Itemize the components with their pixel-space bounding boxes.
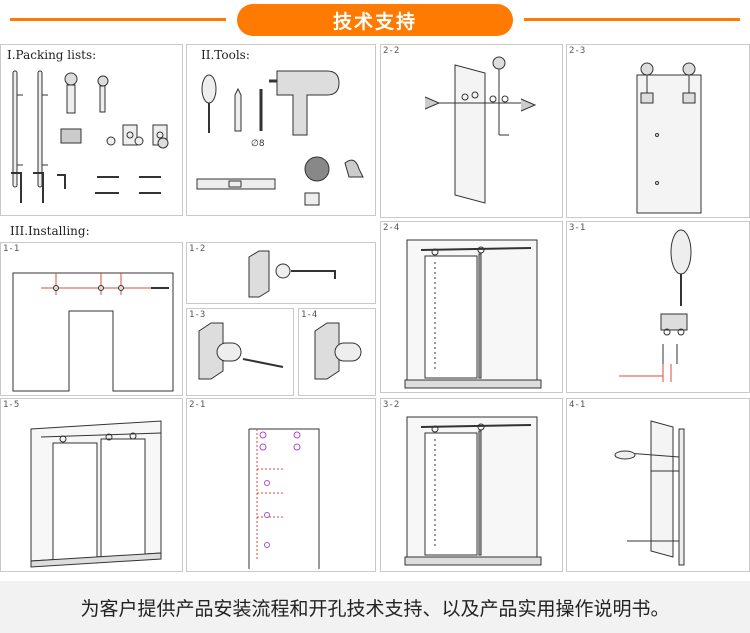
panel-2-1-diagram — [248, 428, 320, 569]
panel-4-1: 4-1 — [566, 398, 750, 572]
drill-bit-size-label: ∅8 — [251, 139, 265, 149]
panel-2-3-diagram — [636, 62, 702, 214]
panel-3-1: 3-1 — [566, 221, 750, 393]
panel-1-1: 1-1 — [0, 242, 183, 396]
footer-caption: 为客户提供产品安装流程和开孔技术支持、以及产品实用操作说明书。 — [0, 581, 750, 633]
panel-3-1-label: 3-1 — [569, 223, 586, 233]
packing-list-heading: I.Packing lists: — [7, 48, 97, 62]
panel-3-2: 3-2 — [380, 398, 563, 572]
panel-2-2-diagram — [424, 56, 537, 204]
panel-4-1-diagram — [614, 420, 685, 566]
banner-pill: 技术支持 — [237, 4, 513, 36]
panel-1-3-label: 1-3 — [189, 310, 206, 320]
panel-1-2-diagram — [248, 250, 336, 298]
panel-1-4-label: 1-4 — [301, 310, 318, 320]
panel-4-1-label: 4-1 — [569, 400, 586, 410]
panel-3-2-diagram — [404, 416, 542, 566]
panel-2-2-label: 2-2 — [383, 46, 400, 56]
panel-2-4: 2-4 — [380, 221, 563, 393]
packing-list-panel: I.Packing lists: — [0, 44, 183, 216]
header-banner: 技术支持 — [0, 0, 750, 40]
panel-1-2: 1-2 — [186, 242, 376, 304]
panel-2-4-diagram — [404, 239, 542, 389]
panel-2-3-label: 2-3 — [569, 46, 586, 56]
panel-1-5-diagram — [30, 420, 162, 568]
installing-heading: III.Installing: — [10, 224, 90, 238]
panel-3-2-label: 3-2 — [383, 400, 400, 410]
panel-2-4-label: 2-4 — [383, 223, 400, 233]
banner-title: 技术支持 — [332, 10, 417, 33]
banner-rule-left — [10, 18, 226, 21]
panel-2-1-label: 2-1 — [189, 400, 206, 410]
panel-1-5-label: 1-5 — [3, 400, 20, 410]
panel-1-5: 1-5 — [0, 398, 183, 572]
tools-panel: II.Tools: ∅8 — [186, 44, 376, 216]
panel-2-1: 2-1 — [186, 398, 376, 572]
panel-1-1-label: 1-1 — [3, 244, 20, 254]
panel-2-2: 2-2 — [380, 44, 563, 218]
tools-illustration — [196, 70, 364, 206]
panel-1-3: 1-3 — [186, 308, 294, 396]
panel-1-1-diagram — [12, 272, 174, 392]
panel-2-3: 2-3 — [566, 44, 750, 218]
panel-3-1-diagram — [619, 229, 692, 382]
packing-parts-illustration — [11, 70, 169, 203]
panel-1-3-diagram — [198, 322, 284, 380]
banner-rule-right — [524, 18, 740, 21]
panel-1-2-label: 1-2 — [189, 244, 206, 254]
tools-heading: II.Tools: — [201, 48, 250, 62]
panel-1-4: 1-4 — [298, 308, 376, 396]
panel-1-4-diagram — [314, 322, 362, 380]
